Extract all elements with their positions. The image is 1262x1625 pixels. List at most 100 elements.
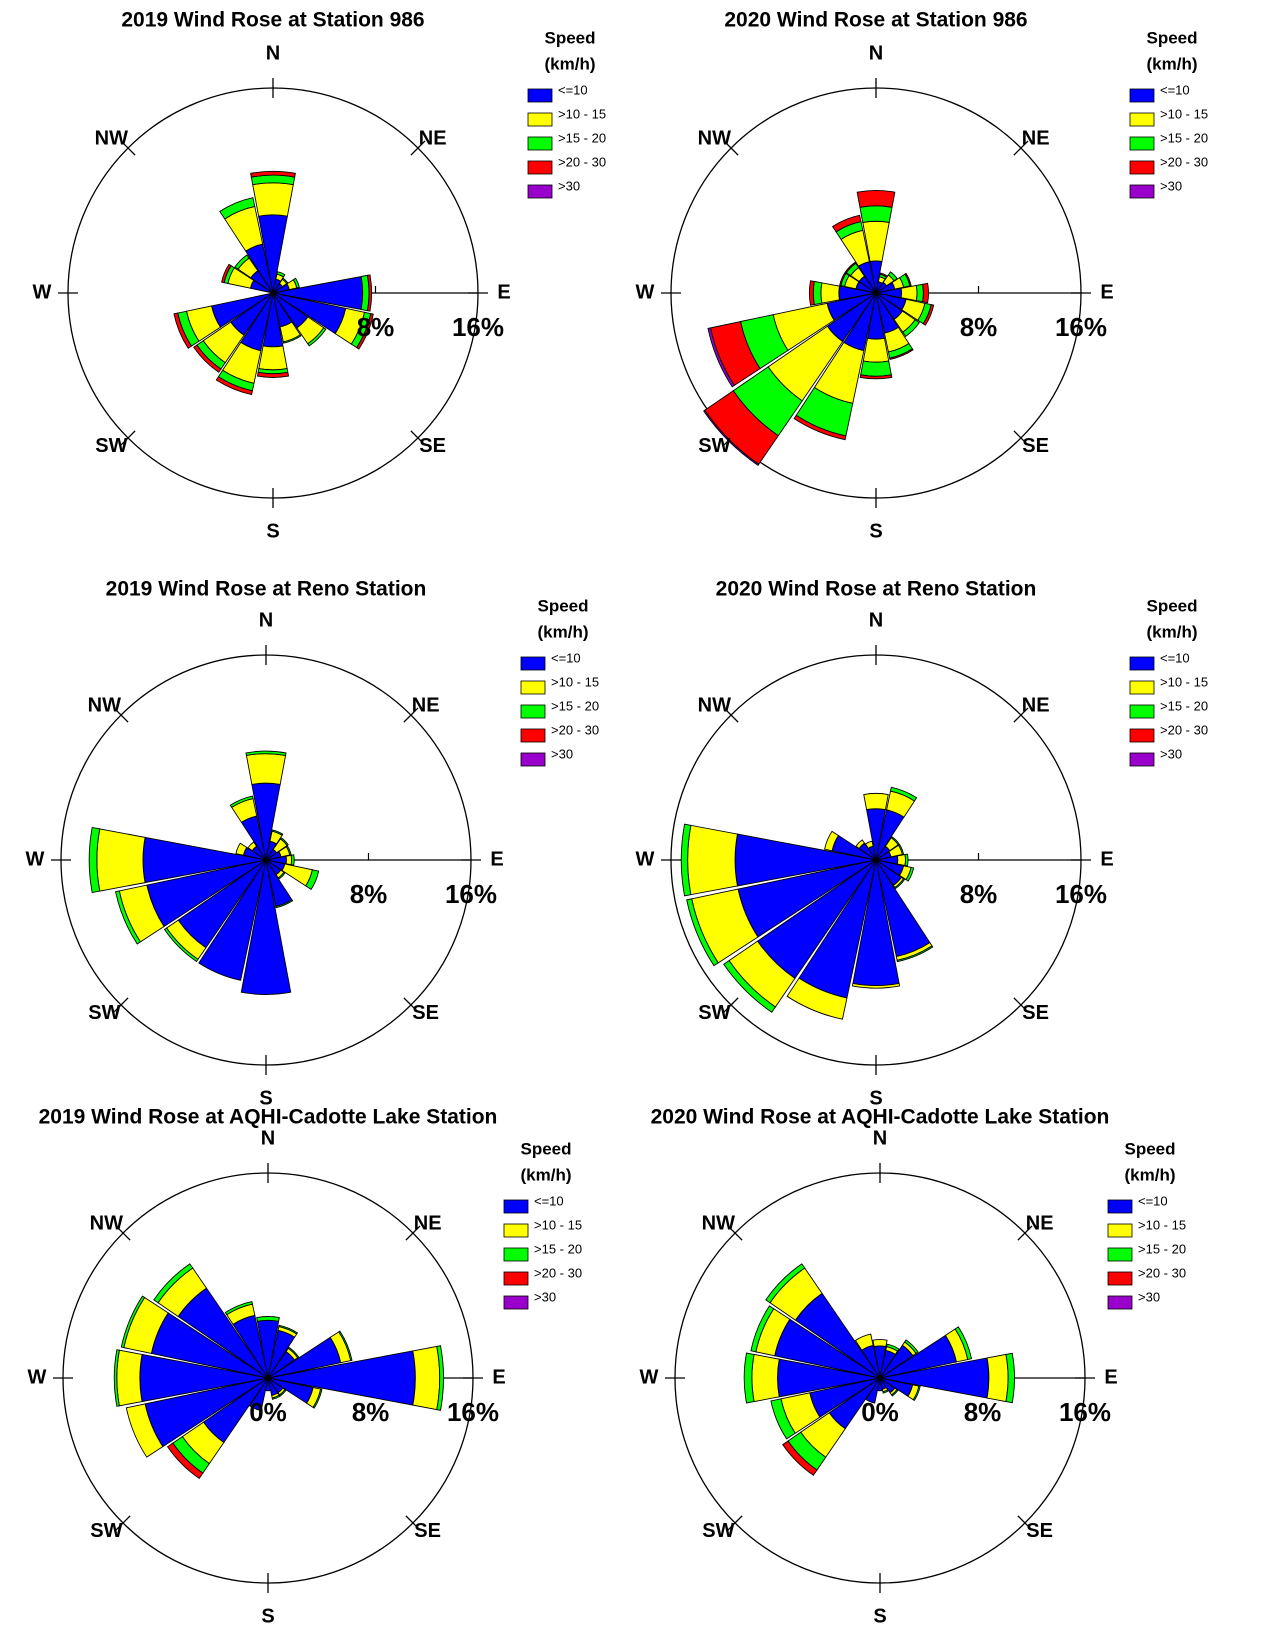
legend-swatch bbox=[1129, 752, 1155, 767]
compass-label-s: S bbox=[266, 520, 279, 542]
legend-swatch bbox=[520, 680, 546, 695]
legend-title: Speed bbox=[1146, 596, 1197, 615]
compass-label-se: SE bbox=[1022, 435, 1049, 457]
compass-tick bbox=[1013, 430, 1029, 446]
wind-wedge bbox=[221, 263, 232, 284]
wind-wedge bbox=[890, 836, 900, 846]
compass-label-sw: SW bbox=[90, 1520, 122, 1542]
compass-label-s: S bbox=[261, 1605, 274, 1625]
compass-tick bbox=[723, 997, 739, 1013]
compass-label-e: E bbox=[1100, 281, 1113, 303]
wind-wedge bbox=[219, 197, 256, 220]
legend-swatch bbox=[1129, 184, 1155, 199]
wind-wedge bbox=[856, 190, 896, 208]
wind-wedge bbox=[889, 786, 918, 802]
wind-wedge bbox=[247, 841, 258, 852]
legend-swatch bbox=[1107, 1223, 1133, 1238]
wind-wedge bbox=[96, 828, 146, 892]
wind-wedge bbox=[115, 890, 142, 945]
compass-label-se: SE bbox=[1026, 1520, 1053, 1542]
compass-label-s: S bbox=[873, 1605, 886, 1625]
legend: Speed(km/h)<=10>10 - 15>15 - 20>20 - 30>… bbox=[503, 1139, 582, 1310]
compass-tick bbox=[727, 1225, 743, 1241]
wind-wedge bbox=[271, 1394, 281, 1400]
compass-label-n: N bbox=[259, 609, 273, 631]
compass-tick bbox=[1013, 997, 1029, 1013]
compass-label-w: W bbox=[640, 1366, 659, 1388]
compass-label-sw: SW bbox=[88, 1002, 120, 1024]
compass-label-ne: NE bbox=[412, 695, 440, 717]
legend: Speed(km/h)<=10>10 - 15>15 - 20>20 - 30>… bbox=[527, 28, 606, 199]
legend-swatch bbox=[1129, 680, 1155, 695]
compass-label-se: SE bbox=[412, 1002, 439, 1024]
wind-wedge bbox=[889, 348, 914, 360]
wind-wedge bbox=[859, 374, 893, 380]
compass-label-w: W bbox=[636, 281, 655, 303]
wind-wedge bbox=[113, 1349, 120, 1407]
legend-entry: >20 - 30 bbox=[1160, 154, 1208, 169]
wind-wedge bbox=[904, 272, 912, 287]
compass-label-se: SE bbox=[419, 435, 446, 457]
wind-wedge bbox=[285, 845, 292, 856]
compass-tick bbox=[115, 1515, 131, 1531]
compass-tick bbox=[115, 1225, 131, 1241]
compass-label-e: E bbox=[497, 281, 510, 303]
compass-label-n: N bbox=[873, 1127, 887, 1149]
wind-rose-panel-1: 2019 Wind Rose at Station 986NNEESESSWWN… bbox=[33, 9, 607, 543]
wind-wedge bbox=[271, 829, 284, 836]
radial-label: 8% bbox=[960, 879, 998, 909]
wind-rose-panel-4: 2020 Wind Rose at Reno StationNNEESESSWW… bbox=[636, 578, 1209, 1110]
wind-wedge bbox=[166, 1442, 204, 1480]
wind-wedge bbox=[904, 853, 909, 867]
wind-wedge bbox=[1005, 1352, 1015, 1404]
compass-tick bbox=[120, 140, 136, 156]
wind-wedge bbox=[882, 1389, 890, 1394]
legend-title: Speed bbox=[1124, 1139, 1175, 1158]
compass-label-w: W bbox=[636, 848, 655, 870]
wind-wedge bbox=[872, 1339, 888, 1348]
wind-wedge bbox=[193, 344, 222, 373]
legend-swatch bbox=[1129, 112, 1155, 127]
legend-title: Speed bbox=[537, 596, 588, 615]
legend: Speed(km/h)<=10>10 - 15>15 - 20>20 - 30>… bbox=[1107, 1139, 1186, 1310]
compass-tick bbox=[723, 707, 739, 723]
wind-wedge bbox=[782, 1440, 818, 1476]
legend-entry: <=10 bbox=[551, 650, 581, 665]
chart-title: 2020 Wind Rose at Reno Station bbox=[716, 578, 1037, 601]
wind-wedge bbox=[680, 823, 692, 897]
wind-wedge bbox=[277, 871, 286, 880]
wind-wedge bbox=[922, 282, 929, 304]
radial-label: 16% bbox=[1059, 1397, 1111, 1427]
legend-unit: (km/h) bbox=[1147, 622, 1198, 641]
wind-wedge bbox=[743, 1352, 755, 1404]
compass-label-ne: NE bbox=[1022, 695, 1050, 717]
wind-wedge bbox=[88, 826, 101, 894]
legend-entry: >10 - 15 bbox=[1138, 1217, 1186, 1232]
legend-title: Speed bbox=[544, 28, 595, 47]
wind-wedge bbox=[687, 824, 738, 896]
legend-entry: >30 bbox=[551, 746, 573, 761]
compass-label-s: S bbox=[869, 1087, 882, 1109]
wind-wedge bbox=[356, 313, 374, 350]
legend-swatch bbox=[1129, 704, 1155, 719]
legend-swatch bbox=[503, 1271, 529, 1286]
legend-swatch bbox=[1129, 656, 1155, 671]
wind-wedge bbox=[366, 274, 373, 312]
legend-title: Speed bbox=[1146, 28, 1197, 47]
legend-swatch bbox=[1129, 728, 1155, 743]
compass-label-s: S bbox=[259, 1087, 272, 1109]
legend-entry: <=10 bbox=[1160, 82, 1190, 97]
compass-label-n: N bbox=[869, 609, 883, 631]
wind-wedge bbox=[887, 271, 898, 282]
legend-entry: >15 - 20 bbox=[1138, 1241, 1186, 1256]
wind-wedge bbox=[312, 1388, 323, 1409]
compass-label-n: N bbox=[266, 42, 280, 64]
radial-label: 8% bbox=[352, 1397, 390, 1427]
wind-wedge bbox=[824, 830, 840, 852]
chart-title: 2020 Wind Rose at AQHI-Cadotte Lake Stat… bbox=[651, 1106, 1110, 1129]
wind-wedge bbox=[865, 1377, 881, 1404]
compass-label-s: S bbox=[869, 520, 882, 542]
radial-label: 8% bbox=[350, 879, 388, 909]
wind-wedge bbox=[250, 170, 296, 178]
